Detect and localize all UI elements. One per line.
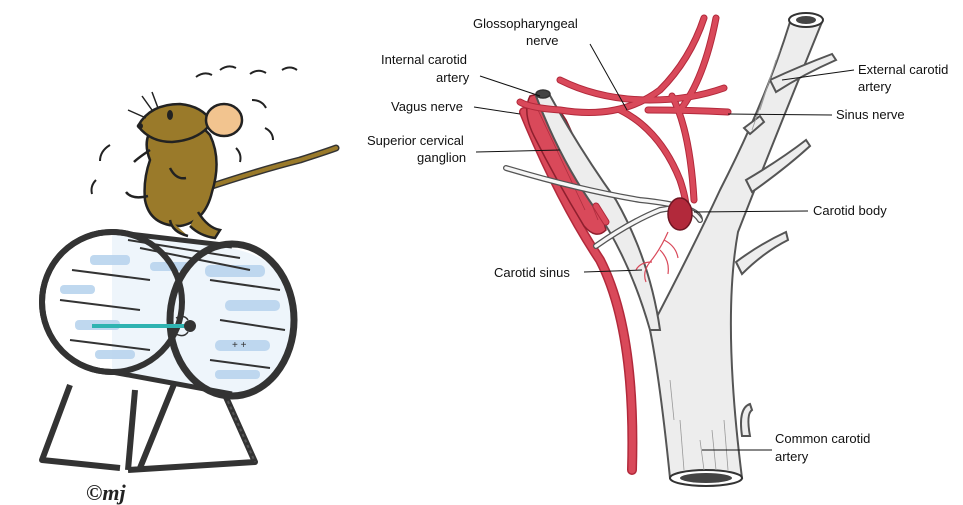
label-vagus: Vagus nerve: [391, 99, 520, 114]
artery-trunk: [536, 13, 836, 486]
svg-text:Glossopharyngeal: Glossopharyngeal: [473, 16, 578, 31]
mouse-icon: [126, 92, 336, 238]
svg-text:Internal carotid: Internal carotid: [381, 52, 467, 67]
svg-text:artery: artery: [858, 79, 892, 94]
label-internal-carotid: Internal carotid artery: [381, 52, 540, 96]
svg-text:External carotid: External carotid: [858, 62, 948, 77]
svg-text:nerve: nerve: [526, 33, 559, 48]
cartoon-panel: + + ©mj: [42, 66, 336, 505]
hamster-wheel-icon: + +: [42, 232, 294, 470]
svg-text:Vagus nerve: Vagus nerve: [391, 99, 463, 114]
svg-text:ganglion: ganglion: [417, 150, 466, 165]
svg-text:Sinus nerve: Sinus nerve: [836, 107, 905, 122]
svg-text:Superior cervical: Superior cervical: [367, 133, 464, 148]
carotid-body: [668, 198, 692, 230]
anatomy-diagram: Glossopharyngeal nerve Internal carotid …: [367, 13, 948, 486]
svg-text:Carotid sinus: Carotid sinus: [494, 265, 570, 280]
artist-signature: ©mj: [86, 480, 127, 505]
svg-text:+ +: + +: [232, 340, 247, 351]
svg-text:Common carotid: Common carotid: [775, 431, 870, 446]
svg-text:Carotid body: Carotid body: [813, 203, 887, 218]
label-carotid-sinus: Carotid sinus: [494, 265, 642, 280]
svg-text:artery: artery: [775, 449, 809, 464]
svg-text:artery: artery: [436, 70, 470, 85]
